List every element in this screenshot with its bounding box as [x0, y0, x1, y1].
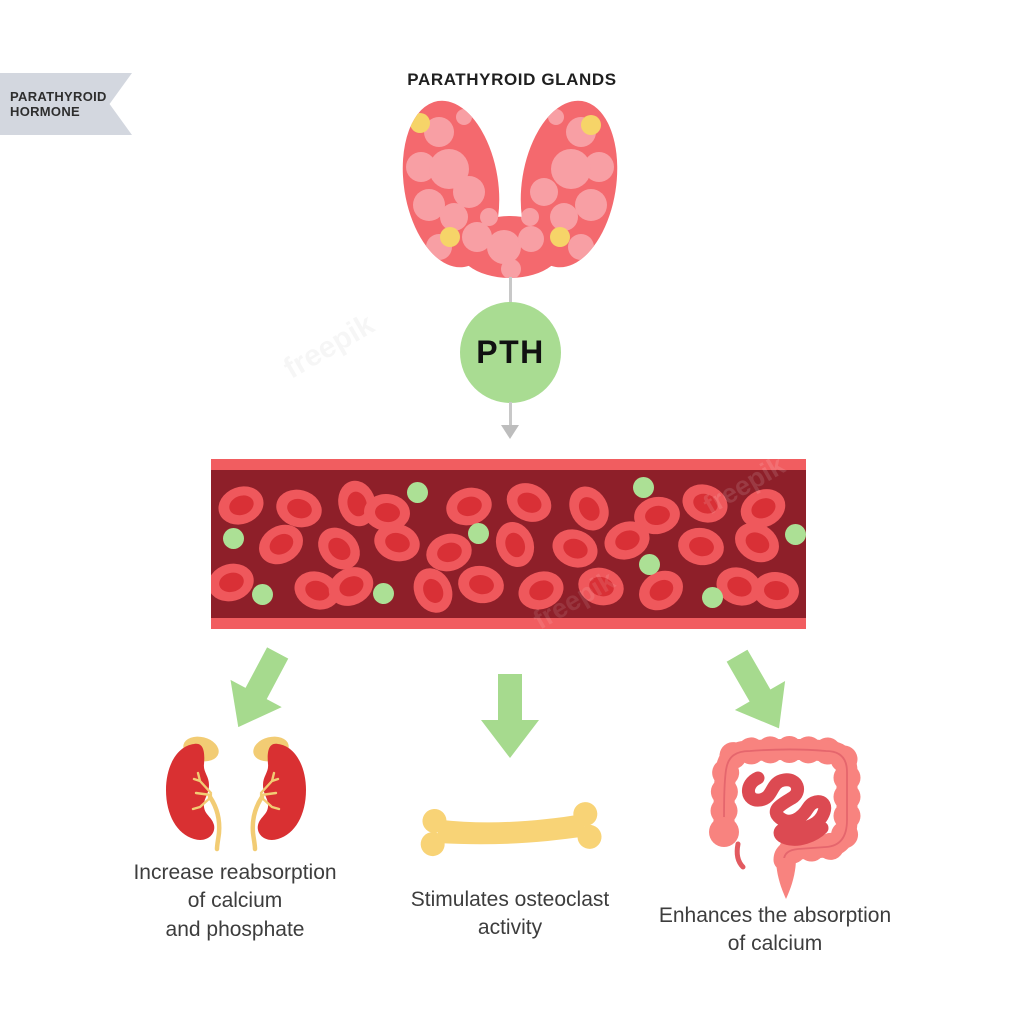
ribbon-label: PARATHYROID HORMONE: [10, 89, 107, 119]
kidney-right: [257, 743, 306, 840]
red-blood-cell-core: [560, 534, 590, 562]
blood-vessel: [211, 459, 806, 629]
green-arrow-intestine-icon: [726, 649, 786, 729]
red-blood-cell: [213, 479, 269, 531]
red-blood-cell: [751, 569, 801, 611]
colon-inner-line: [723, 748, 848, 861]
red-blood-cell: [573, 562, 629, 610]
red-blood-cell: [211, 558, 259, 606]
connector-line-top: [509, 277, 512, 303]
red-blood-cell: [489, 516, 541, 572]
red-blood-cell-core: [335, 572, 367, 600]
thyroid-gland-icon: [399, 97, 621, 278]
red-blood-cell-core: [643, 503, 671, 527]
red-blood-cell: [500, 475, 558, 529]
pth-molecule-dot: [632, 476, 654, 498]
red-blood-cell-core: [690, 489, 720, 517]
pth-molecule-dot: [406, 481, 428, 503]
pth-molecule-dot: [372, 582, 394, 604]
red-blood-cell-core: [454, 493, 484, 519]
red-blood-cell-core: [323, 532, 355, 564]
pth-molecule-dot: [467, 522, 489, 544]
red-blood-cell-core: [513, 488, 545, 516]
red-blood-cell-core: [419, 574, 447, 606]
connector-line-bottom: [509, 402, 512, 425]
thyroid-body: [399, 97, 621, 278]
pth-molecule-dot: [701, 586, 723, 608]
page-title: PARATHYROID GLANDS: [407, 70, 617, 89]
red-blood-cell: [455, 561, 507, 607]
red-blood-cell-core: [741, 527, 773, 557]
renal-vessels: [191, 771, 281, 811]
intestine-icon: [709, 736, 861, 899]
red-blood-cell-core: [382, 529, 412, 555]
red-blood-cell-core: [687, 534, 715, 558]
red-blood-cell-core: [526, 576, 556, 604]
caption-kidneys: Increase reabsorption of calcium and pho…: [133, 861, 337, 941]
red-blood-cell: [675, 523, 727, 569]
red-blood-cell-core: [216, 569, 246, 595]
pth-molecule-dot: [784, 523, 806, 545]
red-blood-cell-core: [586, 573, 616, 599]
caption-bone: Stimulates osteoclast activity: [410, 888, 610, 940]
red-blood-cell-core: [574, 492, 604, 524]
red-blood-cell-core: [265, 529, 297, 559]
green-arrow-kidneys-icon: [230, 647, 289, 728]
red-blood-cell-core: [645, 575, 677, 605]
pth-molecule-dot: [251, 583, 273, 605]
red-blood-cell-core: [284, 495, 314, 521]
red-blood-cell-core: [373, 501, 401, 523]
red-blood-cell-core: [762, 579, 790, 601]
pth-label: PTH: [476, 334, 545, 370]
cecum: [709, 817, 739, 847]
appendix: [734, 841, 746, 870]
bone-icon: [420, 802, 602, 857]
red-blood-cell-core: [501, 529, 529, 559]
vessel-interior: [211, 470, 806, 618]
red-blood-cell-core: [226, 491, 256, 519]
watermark-text: freepik: [278, 308, 380, 387]
red-blood-cell: [513, 564, 569, 616]
red-blood-cell-core: [467, 572, 495, 596]
ureters: [207, 794, 265, 852]
pth-hormone-badge: PTH: [460, 302, 561, 403]
green-arrow-bone-icon: [481, 674, 539, 758]
pth-molecule-dot: [638, 553, 660, 575]
red-blood-cell: [677, 477, 733, 529]
thyroid-follicles: [406, 109, 614, 278]
kidneys-icon: [166, 736, 306, 852]
red-blood-cell: [727, 514, 787, 570]
red-blood-cell: [441, 482, 497, 530]
parathyroid-dots: [410, 113, 601, 247]
down-arrow-icon: [501, 425, 519, 439]
rectum: [776, 858, 796, 899]
red-blood-cell-core: [747, 494, 779, 522]
caption-intestine: Enhances the absorption of calcium: [658, 904, 892, 956]
red-blood-cell-core: [434, 539, 464, 565]
kidney-left: [166, 743, 215, 840]
pth-molecule-dot: [222, 527, 244, 549]
red-blood-cell-core: [612, 526, 642, 554]
red-blood-cell-core: [724, 572, 754, 600]
small-intestine: [742, 771, 832, 846]
